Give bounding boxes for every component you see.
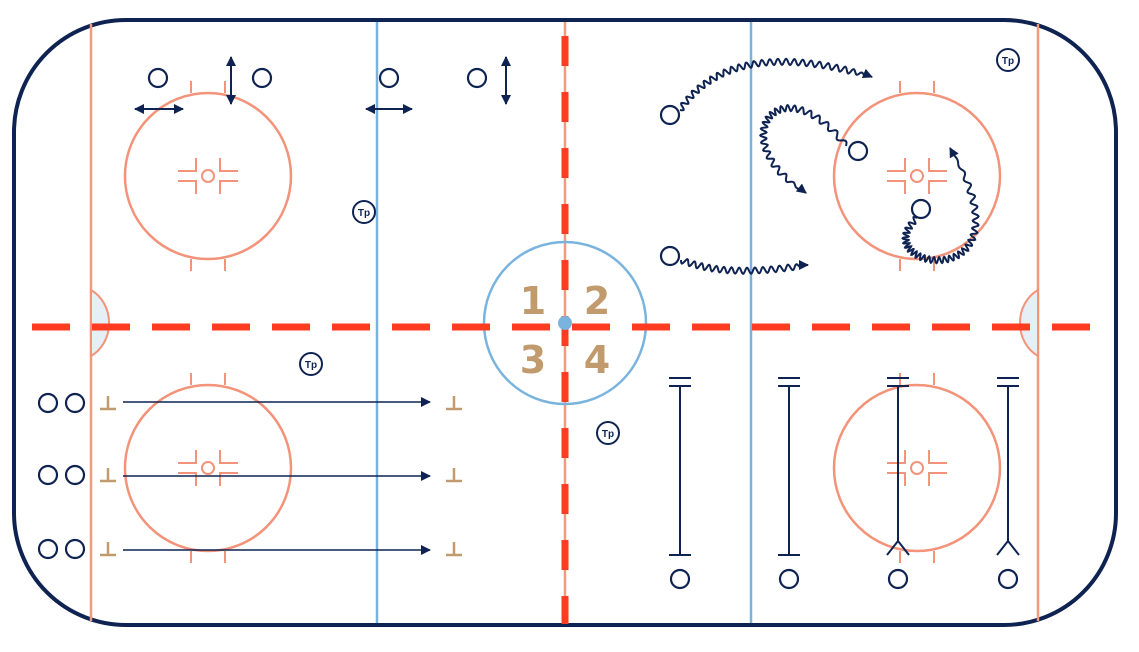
player-marker	[659, 104, 681, 126]
zone-number-3: 3	[520, 338, 546, 382]
zone-number-2: 2	[584, 279, 610, 323]
zone-4-drill	[669, 377, 1020, 590]
cone-marker	[100, 542, 116, 557]
player-marker	[659, 245, 681, 267]
player-marker	[847, 140, 869, 162]
player-marker	[910, 198, 932, 220]
center-circle	[482, 240, 648, 406]
faceoff-circle-bottom-left	[123, 373, 293, 563]
player-marker	[669, 568, 691, 590]
zone-number-1: 1	[520, 279, 546, 323]
player-pair-row-3	[37, 538, 86, 560]
tp-label: Tp	[602, 429, 614, 440]
skating-path-arrow	[680, 258, 809, 275]
skating-path-arrow	[901, 147, 980, 265]
player-marker	[378, 67, 400, 89]
cone-marker	[100, 396, 116, 411]
player-marker	[251, 67, 273, 89]
player-marker	[466, 67, 488, 89]
player-marker	[147, 67, 169, 89]
player-marker	[37, 392, 59, 414]
cone-marker	[446, 542, 462, 557]
tp-marker: Tp	[352, 200, 376, 224]
tp-marker: Tp	[996, 48, 1020, 72]
skating-lane-3	[886, 377, 910, 590]
skating-path-arrow	[759, 104, 848, 194]
tp-marker: Tp	[596, 421, 620, 445]
zone-number-4: 4	[584, 338, 610, 382]
player-marker	[64, 392, 86, 414]
zone-1-drill	[134, 56, 511, 114]
player-marker	[887, 568, 909, 590]
tp-label: Tp	[1002, 56, 1014, 67]
cone-marker	[446, 396, 462, 411]
faceoff-circle-top-right	[832, 81, 1002, 271]
player-pair-row-2	[37, 464, 86, 486]
skating-lane-4	[996, 377, 1020, 590]
faceoff-circle-bottom-right	[832, 373, 1002, 563]
cone-marker	[100, 468, 116, 483]
skating-lane-1	[669, 377, 691, 590]
tp-label: Tp	[305, 360, 317, 371]
faceoff-circle-top-left	[123, 81, 293, 271]
cone-marker	[446, 468, 462, 483]
player-pair-row-1	[37, 392, 86, 414]
skating-path-arrow	[679, 57, 873, 112]
player-marker	[64, 538, 86, 560]
center-faceoff-dot	[558, 316, 572, 330]
rink	[12, 18, 1118, 627]
player-marker	[37, 538, 59, 560]
player-marker	[997, 568, 1019, 590]
zone-2-drill	[659, 57, 980, 275]
zone-3-drill	[37, 392, 462, 560]
player-marker	[64, 464, 86, 486]
zone-numbers: 1 2 3 4	[520, 279, 610, 382]
player-marker	[778, 568, 800, 590]
skating-lane-2	[778, 377, 800, 590]
player-marker	[37, 464, 59, 486]
tp-label: Tp	[358, 208, 370, 219]
tp-markers: Tp Tp Tp Tp	[299, 48, 1020, 445]
tp-marker: Tp	[299, 352, 323, 376]
